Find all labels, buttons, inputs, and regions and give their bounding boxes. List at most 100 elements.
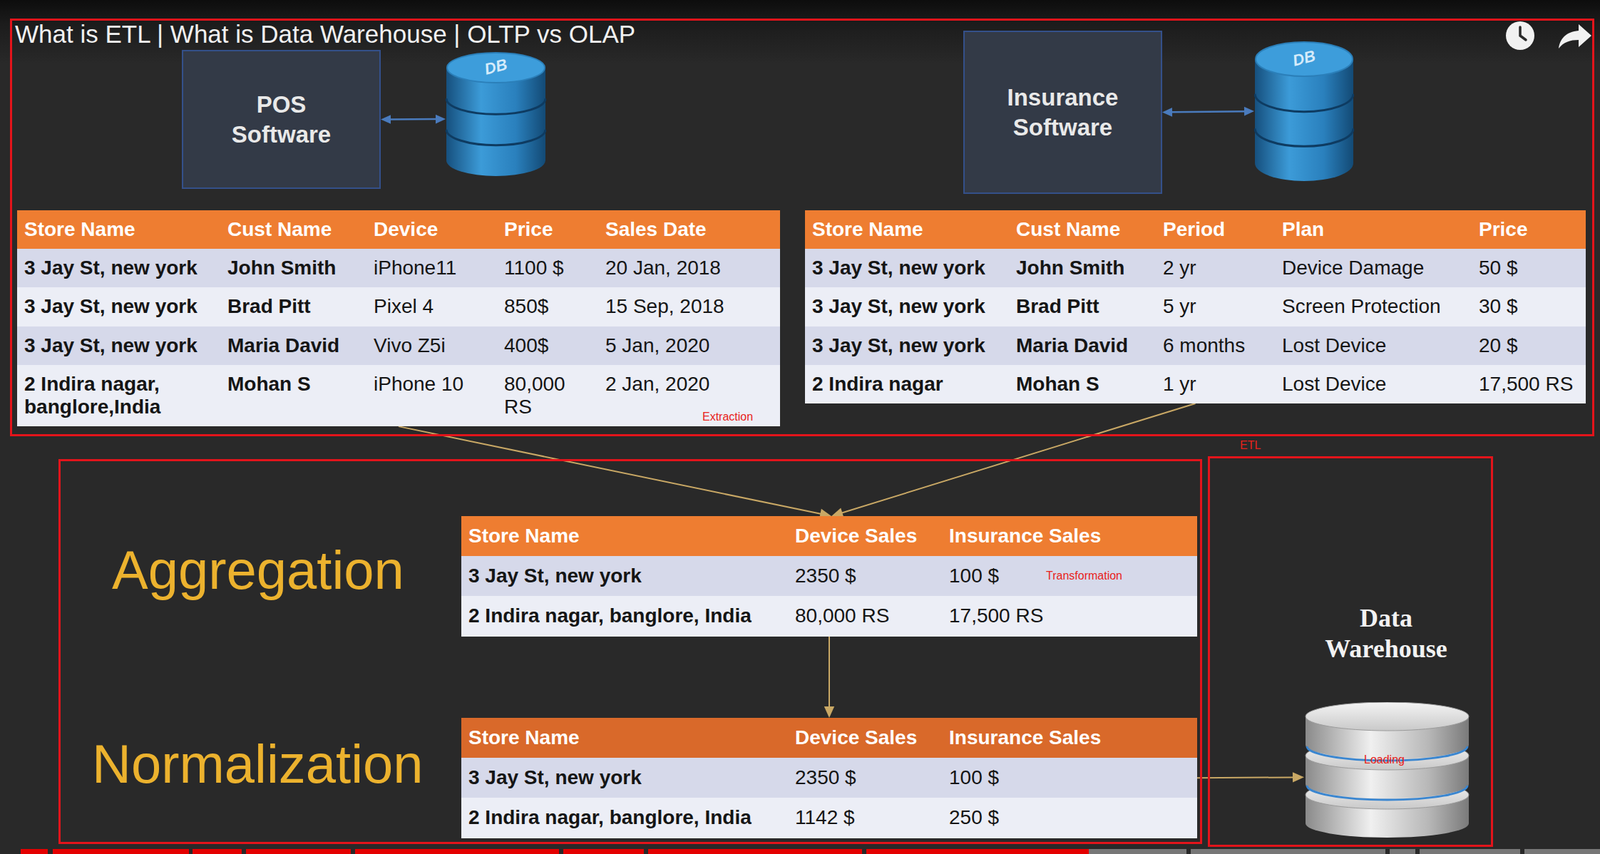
clock-hands xyxy=(1520,27,1526,40)
arrow-head xyxy=(824,706,835,719)
arrow-head xyxy=(1244,106,1255,117)
annotation-label: Transformation xyxy=(1045,569,1123,583)
table-header-cell: Price xyxy=(496,210,599,249)
progress-bar xyxy=(20,849,1600,854)
table-cell: 100 $ xyxy=(941,757,1198,798)
table-header-cell: Insurance Sales xyxy=(941,718,1198,758)
data-table: Store NameDevice SalesInsurance Sales 3 J… xyxy=(461,718,1198,839)
table-cell: 850$ xyxy=(496,287,599,326)
table-cell: 3 Jay St, new york xyxy=(461,757,788,798)
cylinder-drawing xyxy=(1304,702,1471,842)
table-header-cell: Period xyxy=(1155,210,1275,249)
table-cell: 250 $ xyxy=(941,797,1198,838)
cylinder-band xyxy=(446,129,546,146)
table-cell: Brad Pitt xyxy=(220,287,367,326)
table-cell: 3 Jay St, new york xyxy=(17,248,221,288)
table-cell: John Smith xyxy=(1008,248,1156,288)
progress-played xyxy=(355,849,560,854)
table-cell: 3 Jay St, new york xyxy=(461,556,788,597)
table-cell: Lost Device xyxy=(1274,326,1472,366)
table-header-cell: Store Name xyxy=(461,718,788,758)
connector-line xyxy=(1197,776,1295,779)
progress-remaining xyxy=(1190,849,1386,854)
table-header-cell: Device Sales xyxy=(787,516,942,557)
table-cell: iPhone11 xyxy=(366,248,497,288)
arrow-head xyxy=(1162,107,1173,117)
warehouse-title: Data Warehouse xyxy=(1307,603,1465,665)
step-heading: Normalization xyxy=(91,737,424,792)
progress-played xyxy=(648,849,863,854)
progress-played xyxy=(52,849,189,854)
table-cell: 1100 $ xyxy=(496,248,599,288)
label-holder: ETL xyxy=(1239,439,1261,453)
cylinder-body xyxy=(446,67,546,177)
database-cylinder: DB xyxy=(445,51,547,177)
cylinder-band xyxy=(1254,128,1354,147)
progress-played xyxy=(20,849,48,854)
table-header-cell: Store Name xyxy=(17,210,221,249)
annotation-box: Data WarehouseLoading xyxy=(1207,456,1494,848)
table-cell: 17,500 RS xyxy=(941,596,1198,637)
box-label: Insurance Software xyxy=(995,82,1131,142)
table-cell: 6 months xyxy=(1155,326,1275,366)
video-title: What is ETL | What is Data Warehouse | O… xyxy=(14,21,636,48)
table-header-cell: Cust Name xyxy=(220,210,367,249)
annotation-label: Extraction xyxy=(702,410,753,424)
disc-top xyxy=(1305,702,1469,731)
table-cell: 2 Indira nagar, banglore, India xyxy=(461,596,788,637)
table-cell: 3 Jay St, new york xyxy=(804,248,1009,288)
table-cell: Vivo Z5i xyxy=(366,326,497,366)
cylinder-body xyxy=(1254,59,1354,182)
label-holder: Normalization xyxy=(91,737,424,792)
warehouse-cylinder: Loading xyxy=(1304,702,1471,842)
table-cell: Lost Device xyxy=(1274,365,1472,404)
label-holder: Extraction xyxy=(702,410,753,424)
table-cell: 2350 $ xyxy=(787,757,942,798)
table-cell: 50 $ xyxy=(1471,248,1586,288)
database-cylinder: DB xyxy=(1254,40,1355,182)
label-holder: DB xyxy=(1254,49,1355,68)
table-cell: Screen Protection xyxy=(1274,287,1472,326)
table-cell: 2 Indira nagar, banglore,India xyxy=(17,365,221,427)
connector-arrow xyxy=(1197,772,1305,783)
connector-line xyxy=(841,403,1196,514)
table-header-cell: Device Sales xyxy=(787,718,942,758)
table-cell: 5 Jan, 2020 xyxy=(598,326,781,366)
step-heading: Aggregation xyxy=(111,543,405,598)
table-cell: 1 yr xyxy=(1155,365,1275,404)
connector-line xyxy=(398,426,822,515)
data-table: Store NameCust NameDevicePriceSales Date… xyxy=(17,210,781,427)
progress-played xyxy=(192,849,242,854)
table-cell: 5 yr xyxy=(1155,287,1275,326)
table-cell: Maria David xyxy=(1008,326,1156,366)
connector-arrow xyxy=(1162,106,1255,117)
connector-arrow xyxy=(824,636,835,719)
table-cell: iPhone 10 xyxy=(366,365,497,427)
label-holder: Loading xyxy=(1363,753,1405,767)
connector-arrow xyxy=(398,426,832,520)
table-cell: 2 Indira nagar, banglore, India xyxy=(461,797,788,838)
table-cell: 3 Jay St, new york xyxy=(804,287,1009,326)
annotation-label: ETL xyxy=(1239,439,1261,453)
label-holder: DB xyxy=(445,57,547,77)
table-cell: John Smith xyxy=(220,248,367,288)
progress-played xyxy=(866,849,1089,854)
table-cell: Brad Pitt xyxy=(1008,287,1156,326)
label-holder: Transformation xyxy=(1045,569,1123,583)
table-cell: Mohan S xyxy=(220,365,367,427)
table-cell: 17,500 RS xyxy=(1471,365,1586,404)
table-cell: Device Damage xyxy=(1274,248,1472,288)
label-holder: What is ETL | What is Data Warehouse | O… xyxy=(14,21,636,48)
disc-glow xyxy=(1306,785,1468,800)
connector-line xyxy=(828,636,830,709)
arrow-head xyxy=(435,114,446,125)
table-header-cell: Plan xyxy=(1274,210,1472,249)
share-icon xyxy=(1558,24,1592,49)
table-cell: 3 Jay St, new york xyxy=(17,287,221,326)
table-cell: 20 $ xyxy=(1471,326,1586,366)
arrow-head xyxy=(1292,772,1305,783)
connector-line xyxy=(390,118,438,121)
table-cell: Pixel 4 xyxy=(366,287,497,326)
table-cell: 80,000 RS xyxy=(787,596,942,637)
table-cell: 30 $ xyxy=(1471,287,1586,326)
